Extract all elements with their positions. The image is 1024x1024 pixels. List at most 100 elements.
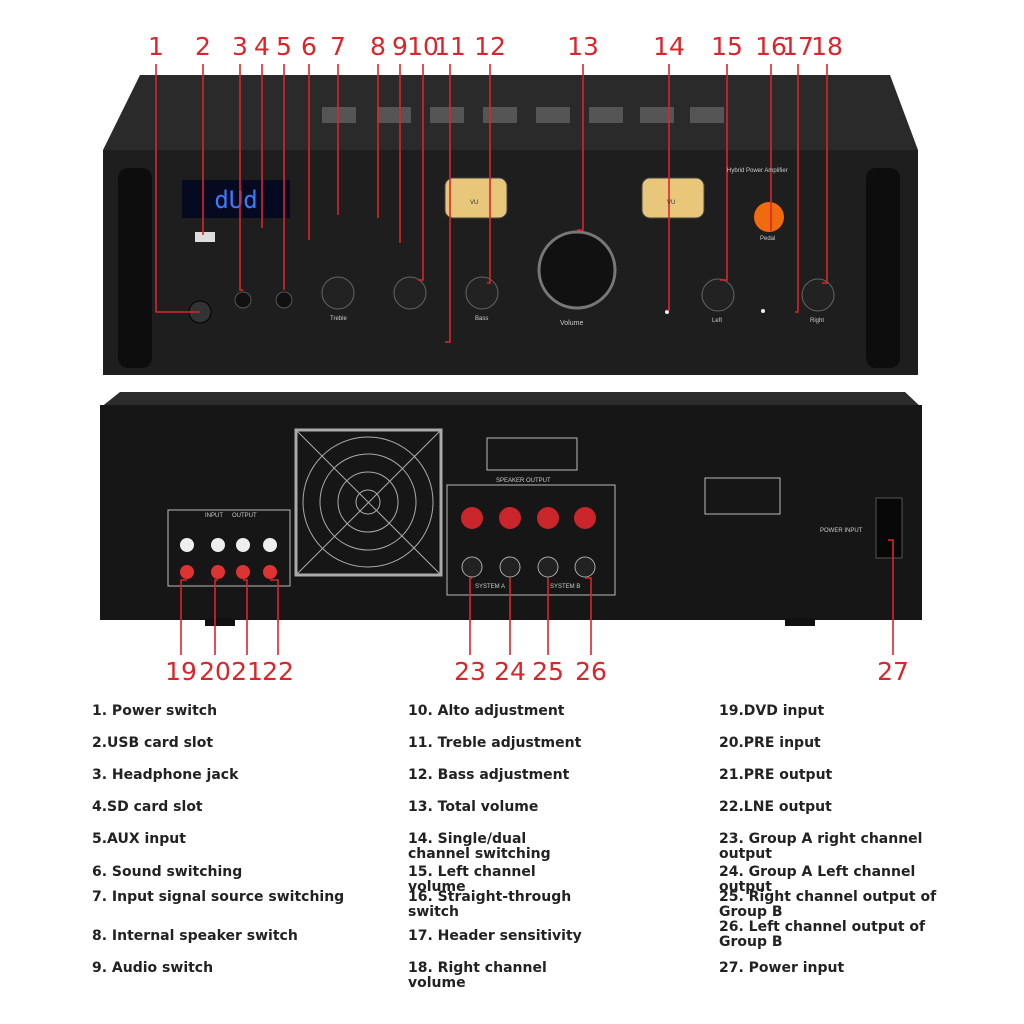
bass-knob[interactable] [465,276,499,310]
legend-item: 20.PRE input [719,735,821,751]
volume-label: Volume [560,320,584,327]
callout-leader-line [243,579,248,655]
legend-item: 27. Power input [719,960,845,976]
callout-leader-line [770,64,772,231]
callout-number: 16 [755,32,787,61]
callout-leader-line [239,64,243,291]
callout-number: 4 [254,32,270,61]
legend-item: 21.PRE output [719,767,833,783]
callout-leader-line [720,64,728,281]
legend-item: 8. Internal speaker switch [92,928,298,944]
callout-number: 3 [232,32,248,61]
callout-leader-line [888,539,894,655]
legend-item: 7. Input signal source switching [92,889,345,905]
legend-item: 15. Left channel volume [408,864,536,895]
callout-number: 6 [301,32,317,61]
volume-knob[interactable] [537,230,617,310]
callout-number: 17 [782,32,814,61]
callout-number: 18 [811,32,843,61]
legend-item: 14. Single/dual channel switching [408,831,551,862]
legend-item: 10. Alto adjustment [408,703,565,719]
callout-number: 24 [494,657,526,686]
callout-leader-line [469,577,472,655]
callout-number: 26 [575,657,607,686]
treble-knob[interactable] [321,276,355,310]
right-label: Right [810,318,825,324]
legend-item: 26. Left channel output of Group B [719,919,926,950]
output-label: OUTPUT [232,513,257,519]
system-b-label: SYSTEM B [550,584,581,590]
legend-item: 17. Header sensitivity [408,928,582,944]
legend-item: 9. Audio switch [92,960,214,976]
legend-item: 19.DVD input [719,703,825,719]
bass-label: Bass [475,316,489,322]
speaker-terminals[interactable] [461,507,596,578]
legend-item: 25. Right channel output of Group B [719,889,937,920]
legend-item: 2.USB card slot [92,735,214,751]
treble-label: Treble [330,316,347,322]
left-label: Left [712,318,723,324]
callout-number: 13 [567,32,599,61]
callout-number: 14 [653,32,685,61]
callout-number: 8 [370,32,386,61]
legend-item: 12. Bass adjustment [408,767,570,783]
legend-item: 23. Group A right channel output [719,831,923,862]
callout-leader-line [487,64,491,284]
system-a-label: SYSTEM A [475,584,506,590]
callout-leader-line [795,64,799,313]
callout-number: 20 [199,657,231,686]
power-input-socket[interactable] [875,497,903,559]
rear-top [100,392,922,408]
callout-number: 5 [276,32,292,61]
callout-leader-line [577,64,584,231]
right-knob[interactable] [801,278,835,312]
callout-number: 9 [392,32,408,61]
legend-item: 3. Headphone jack [92,767,239,783]
legend-item: 24. Group A Left channel output [719,864,916,895]
callout-leader-line [667,64,670,311]
legend-item: 13. Total volume [408,799,539,815]
cooling-fan [294,428,443,577]
led-display [182,180,290,218]
callout-number: 22 [262,657,294,686]
input-label: INPUT [205,513,223,519]
callout-leader-line [155,64,200,313]
brand-line: Hybrid Power Amplifier [727,168,788,174]
callout-number: 10 [407,32,439,61]
callout-leader-line [270,579,279,655]
callout-number: 7 [330,32,346,61]
callout-number: 12 [474,32,506,61]
pedal-label: Pedal [760,236,776,242]
callout-number: 21 [231,657,263,686]
legend-item: 22.LNE output [719,799,832,815]
callout-number: 19 [165,657,197,686]
legend-item: 11. Treble adjustment [408,735,582,751]
callout-number: 2 [195,32,211,61]
left-knob[interactable] [701,278,735,312]
speaker-output-label: SPEAKER OUTPUT [496,478,551,484]
callout-number: 1 [148,32,164,61]
callout-number: 25 [532,657,564,686]
legend-item: 1. Power switch [92,703,218,719]
vu-label-left: VU [470,200,479,206]
callout-number: 27 [877,657,909,686]
alto-knob[interactable] [393,276,427,310]
rca-jacks[interactable] [180,538,277,579]
amplifier-illustration: dUd [100,64,922,655]
vu-label-right: VU [667,200,676,206]
callout-leader-line [585,577,592,655]
callout-number: 15 [711,32,743,61]
callout-leader-line [822,64,828,284]
callout-leader-line [418,64,424,281]
pedal-button[interactable] [754,202,784,232]
legend-item: 6. Sound switching [92,864,243,880]
callout-leader-line [445,64,451,343]
callout-leader-line [180,579,187,655]
callout-number: 23 [454,657,486,686]
display-text: dUd [214,186,257,214]
callout-leader-line [214,579,218,655]
callout-number: 11 [434,32,466,61]
legend-item: 4.SD card slot [92,799,203,815]
legend-item: 16. Straight-through switch [408,889,572,920]
power-input-label: POWER INPUT [820,528,863,534]
